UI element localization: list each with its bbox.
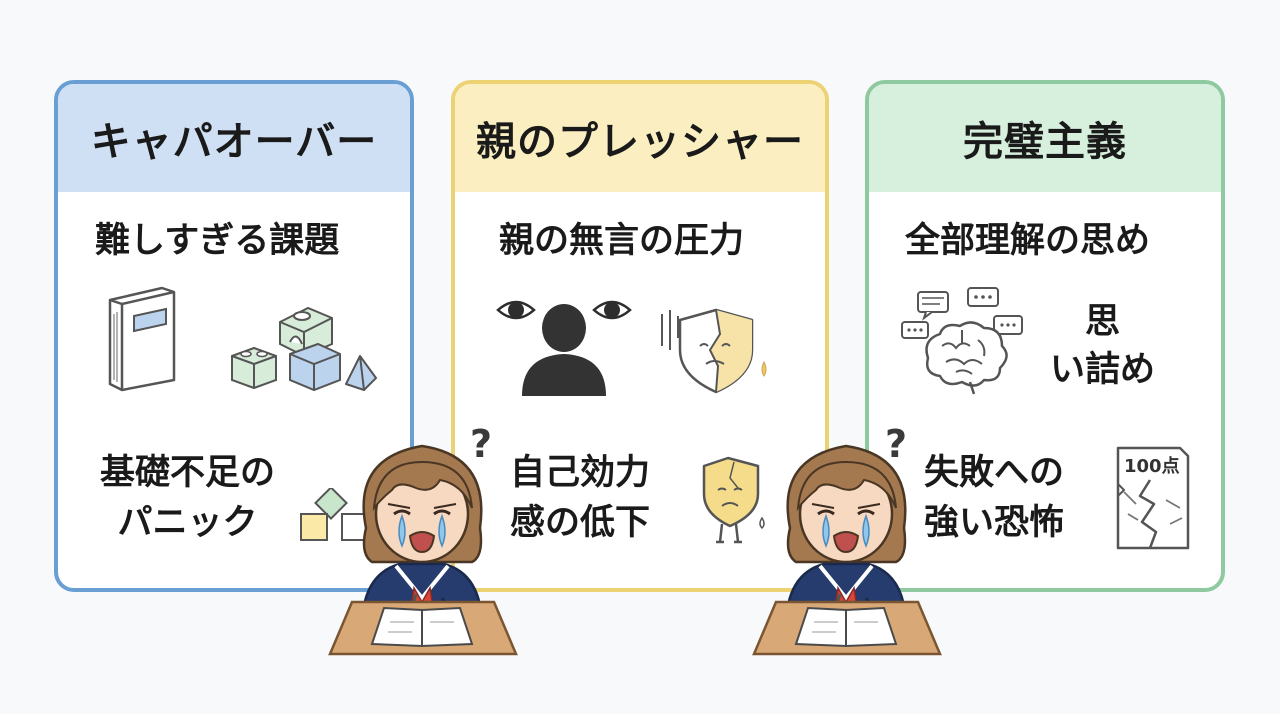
building-blocks-icon xyxy=(231,306,377,392)
test-paper-score: 100点 xyxy=(1124,456,1180,477)
crying-student-girl-right xyxy=(752,444,942,656)
panel-title: キャパオーバー xyxy=(58,84,410,192)
panel-parent-pressure: 親のプレッシャー xyxy=(451,80,829,592)
item-silent-parent-pressure: 親の無言の圧力 xyxy=(499,221,745,261)
panel-title: 完璧主義 xyxy=(869,84,1221,192)
item-understand-everything: 全部理解の思め xyxy=(905,221,1151,261)
question-mark: ? xyxy=(470,422,493,466)
watching-eyes-icon xyxy=(496,300,632,396)
book-icon xyxy=(108,286,176,392)
item-fear-of-failure: 失敗への 強い恐怖 xyxy=(924,453,1065,543)
crying-student-girl-left xyxy=(328,444,518,656)
item-lack-of-basics-panic: 基礎不足の パニック xyxy=(100,453,276,543)
brain-with-speech-bubbles-icon xyxy=(901,287,1023,395)
item-too-difficult-tasks: 難しすぎる課題 xyxy=(95,221,340,261)
question-mark: ? xyxy=(885,422,908,466)
torn-test-paper-icon xyxy=(1116,446,1190,550)
item-overthinking: 思 い詰め xyxy=(1050,302,1156,390)
cracked-shield-icon xyxy=(661,308,767,394)
sad-shield-icon xyxy=(702,456,765,544)
item-lower-self-efficacy: 自己効力 感の低下 xyxy=(510,453,651,543)
panel-title: 親のプレッシャー xyxy=(455,84,825,192)
